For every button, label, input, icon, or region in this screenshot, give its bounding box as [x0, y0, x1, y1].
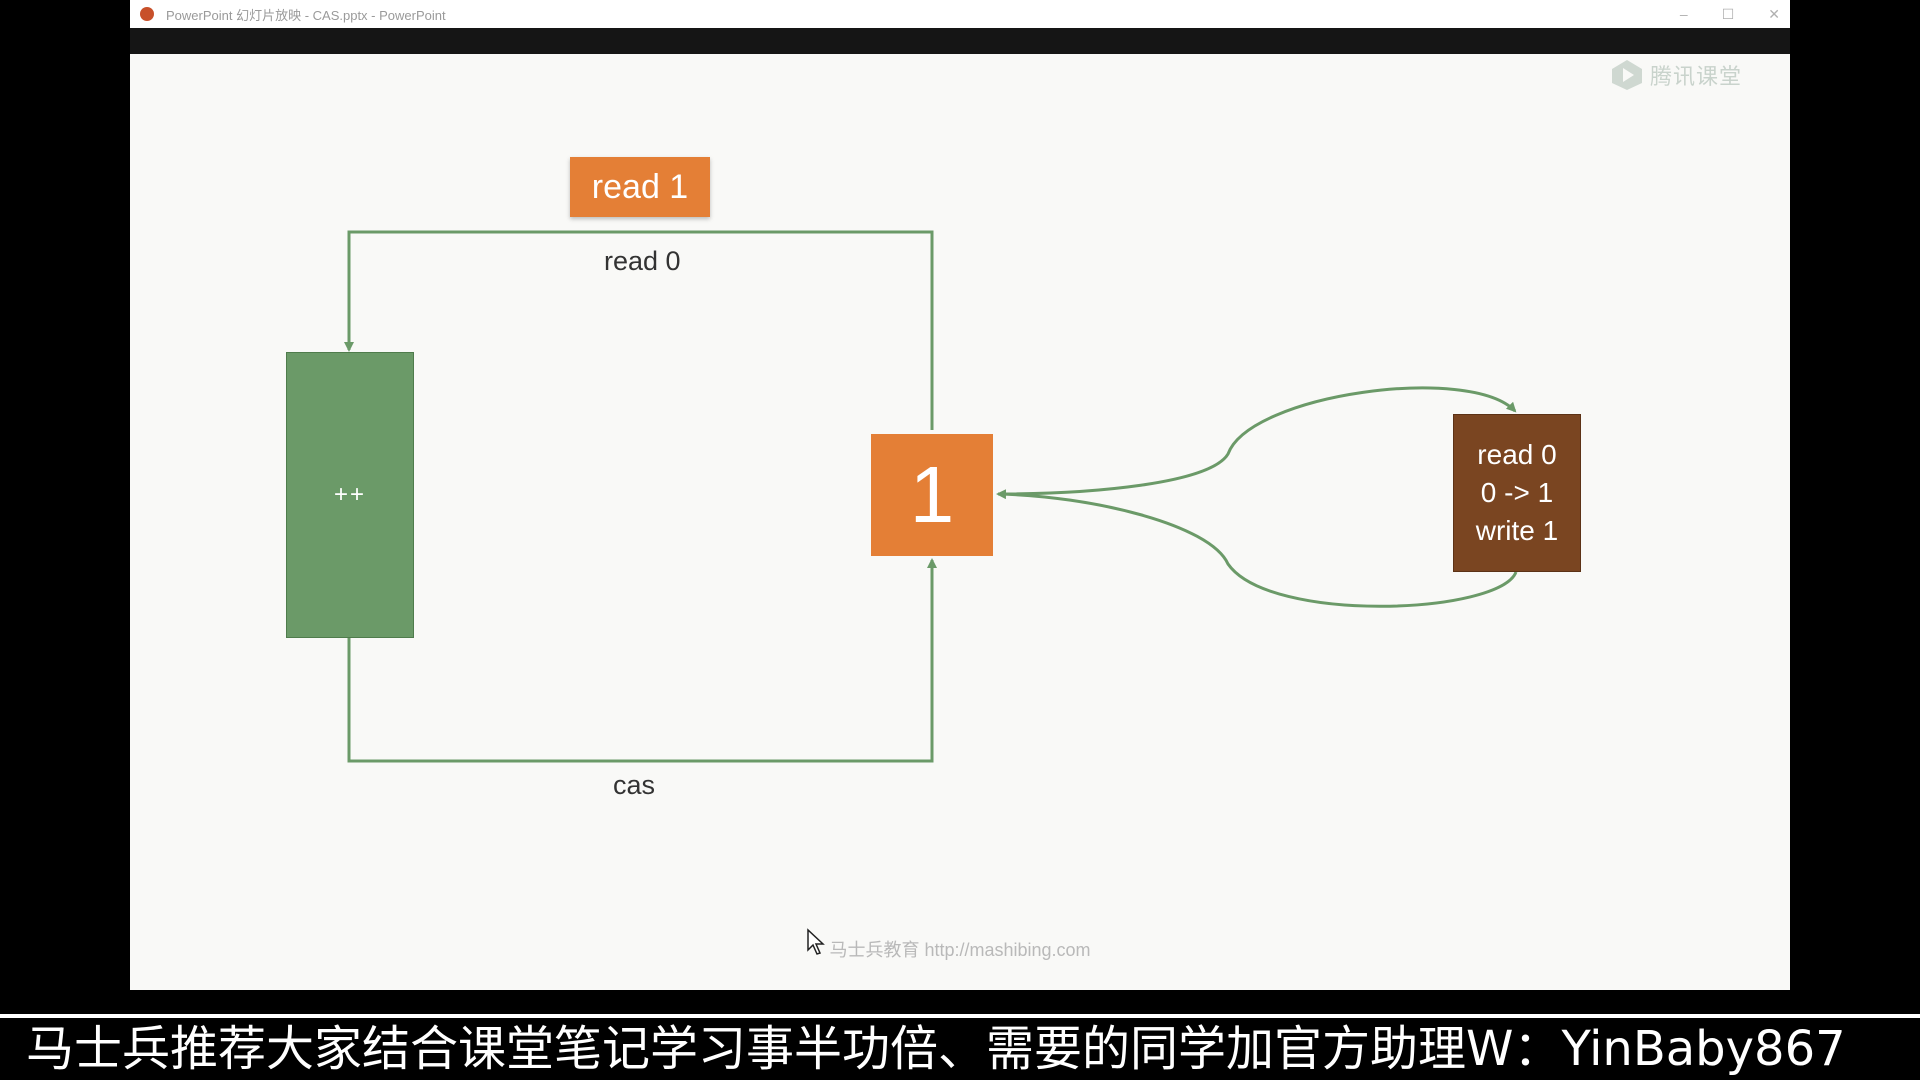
other-thread-box: read 0 0 -> 1 write 1 — [1453, 414, 1581, 572]
slide-footer: 马士兵教育 http://mashibing.com — [829, 940, 1091, 960]
read-1-box: read 1 — [570, 157, 710, 217]
other-thread-read-curve — [997, 386, 1517, 496]
cas-arrow — [347, 558, 937, 763]
window-titlebar: PowerPoint 幻灯片放映 - CAS.pptx - PowerPoint… — [130, 0, 1790, 28]
read-arrow — [344, 230, 934, 430]
cas-label: cas — [613, 770, 656, 800]
slide[interactable]: 腾讯课堂 read 1 read 0 cas ++ 1 read 0 0 -> … — [130, 54, 1790, 990]
video-subtitle: 马士兵推荐大家结合课堂笔记学习事半功倍、需要的同学加官方助理W：YinBaby8… — [26, 1021, 1846, 1077]
other-thread-write-curve — [996, 489, 1518, 608]
read-0-label: read 0 — [604, 246, 681, 276]
shared-value-box: 1 — [871, 434, 993, 556]
play-icon — [1611, 60, 1642, 90]
tencent-classroom-watermark: 腾讯课堂 — [1610, 58, 1742, 92]
powerpoint-icon — [140, 7, 154, 21]
mouse-pointer-icon — [807, 928, 825, 955]
maximize-button[interactable]: ☐ — [1721, 5, 1735, 22]
diagram-connectors — [344, 230, 1518, 763]
other-thread-line-1: read 0 — [1477, 439, 1557, 470]
window-controls: – ☐ ✕ — [1680, 0, 1780, 28]
minimize-button[interactable]: – — [1679, 6, 1688, 22]
other-thread-line-2: 0 -> 1 — [1480, 477, 1554, 508]
tencent-brand-text: 腾讯课堂 — [1649, 64, 1742, 89]
other-thread-line-3: write 1 — [1475, 515, 1559, 546]
close-button[interactable]: ✕ — [1768, 5, 1780, 22]
window-title: PowerPoint 幻灯片放映 - CAS.pptx - PowerPoint — [166, 7, 446, 23]
subtitle-divider — [0, 1014, 1920, 1018]
thread-increment-box: ++ — [286, 352, 414, 638]
slideshow-top-strip — [130, 28, 1790, 54]
